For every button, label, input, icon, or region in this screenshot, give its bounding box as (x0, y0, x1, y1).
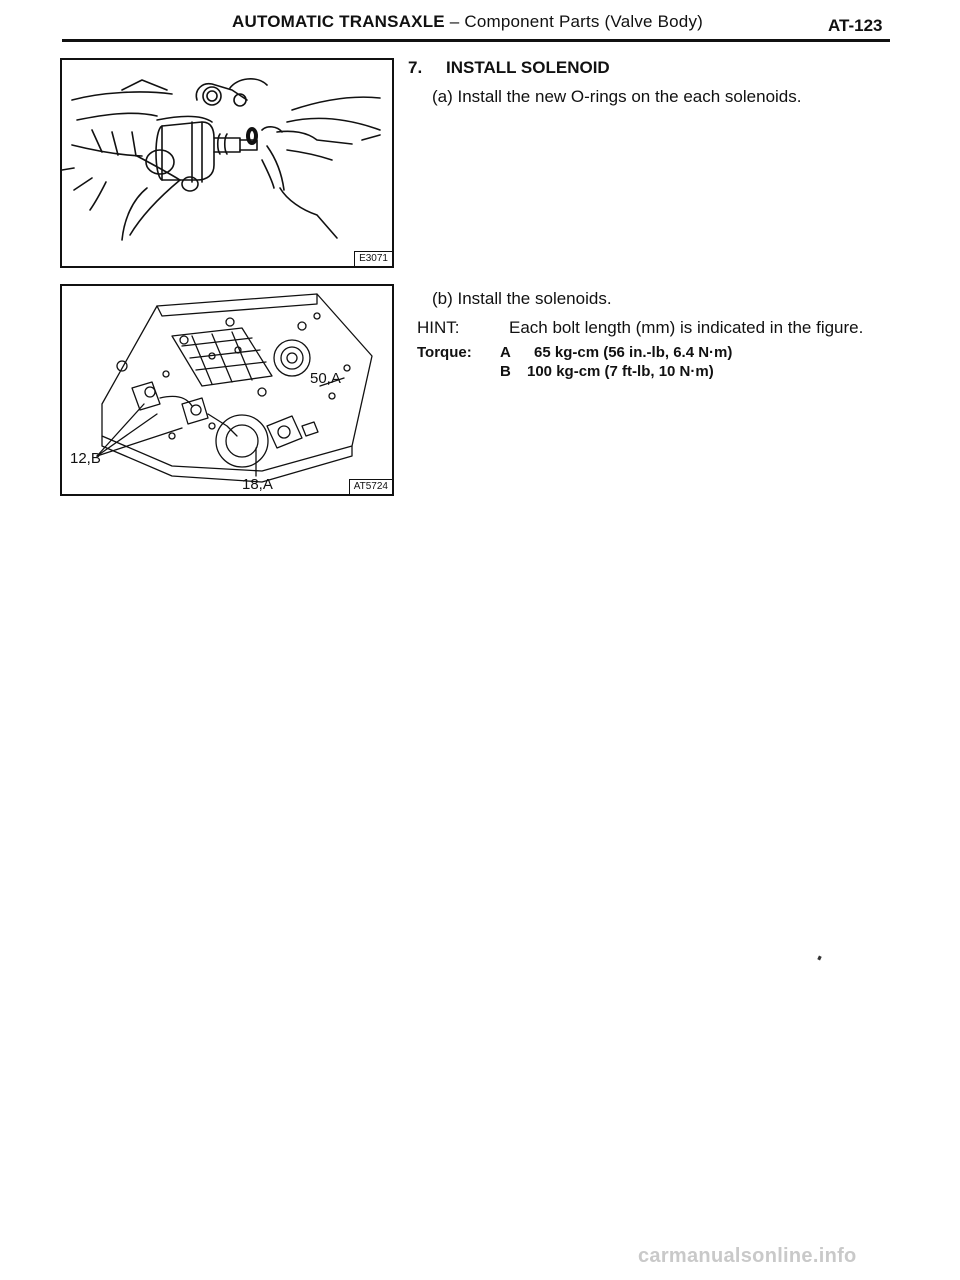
page-title: AUTOMATIC TRANSAXLE – Component Parts (V… (232, 12, 703, 32)
header-rule (62, 39, 890, 42)
hint-label: HINT: (417, 318, 460, 337)
title-subsection: – Component Parts (Valve Body) (444, 12, 704, 31)
torque-b-key: B (500, 363, 511, 380)
step-number: 7. (408, 58, 423, 77)
page-number: AT-123 (828, 16, 883, 35)
callout-50a: 50,A (310, 370, 341, 387)
figure-code: AT5724 (348, 479, 392, 494)
torque-a-value: 65 kg-cm (56 in.-lb, 6.4 N·m) (534, 344, 733, 361)
figure-solenoid-install: 12,B 50,A 18,A AT5724 (60, 284, 394, 496)
print-speck (817, 955, 822, 961)
substep-b: (b) Install the solenoids. (432, 289, 612, 308)
watermark: carmanualsonline.info (638, 1245, 857, 1267)
hint-text: Each bolt length (mm) is indicated in th… (509, 318, 864, 337)
valve-body-illustration (96, 293, 373, 483)
torque-b-value: 100 kg-cm (7 ft-lb, 10 N·m) (527, 363, 714, 380)
figure-oring-install: E3071 (60, 58, 394, 268)
substep-a: (a) Install the new O-rings on the each … (432, 87, 802, 106)
callout-18a: 18,A (242, 476, 273, 493)
figure-code: E3071 (354, 251, 392, 266)
callout-12b: 12,B (70, 450, 101, 467)
page-header: AUTOMATIC TRANSAXLE – Component Parts (V… (0, 0, 960, 50)
torque-a-key: A (500, 344, 511, 361)
oring-install-illustration (62, 78, 381, 241)
torque-label: Torque: (417, 344, 472, 361)
title-section: AUTOMATIC TRANSAXLE (232, 12, 445, 31)
step-title: INSTALL SOLENOID (446, 58, 610, 77)
